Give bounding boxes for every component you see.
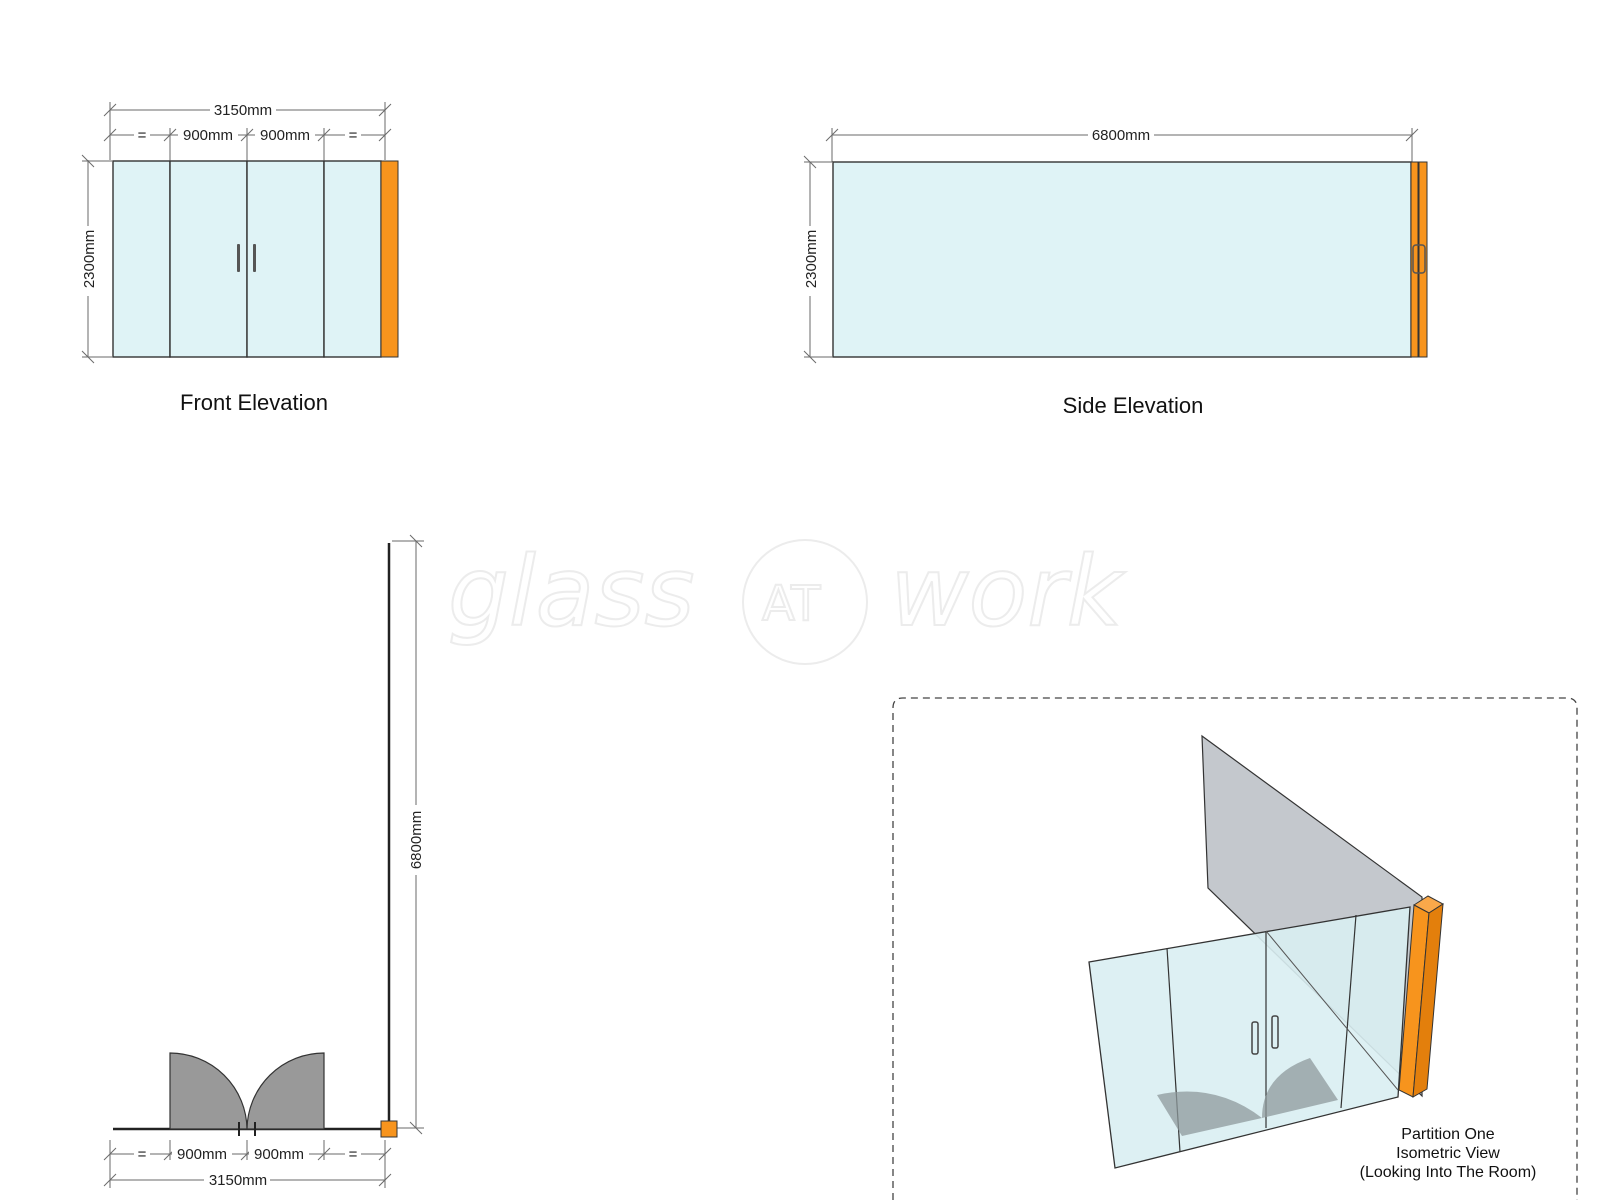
label-bg (134, 126, 150, 143)
tick (378, 128, 392, 142)
tick (81, 350, 95, 364)
plan-equal-mark-right: = (349, 1146, 358, 1163)
isometric-frame (892, 697, 1578, 1200)
tick (378, 103, 392, 117)
tick (378, 1147, 392, 1161)
front-handle-left (237, 244, 240, 272)
tick (103, 128, 117, 142)
plan-door-swing-left (169, 1052, 248, 1130)
label-bg (78, 226, 98, 296)
tick (163, 128, 177, 142)
label-bg (255, 126, 315, 143)
label-bg (178, 126, 238, 143)
iso-door-swing-right (1262, 1058, 1338, 1118)
label-bg (249, 1145, 309, 1162)
side-glass-panel (832, 161, 1412, 358)
front-fixed-panel-left (112, 160, 171, 358)
iso-handle-left (1251, 1021, 1259, 1055)
iso-caption-line-1: Partition One (1401, 1126, 1494, 1143)
tick (240, 128, 254, 142)
tick (1405, 128, 1419, 142)
front-overall-width: 3150mm (214, 102, 272, 119)
front-wall-frame (380, 160, 399, 358)
label-bg (800, 226, 820, 296)
label-bg (406, 805, 426, 875)
tick (825, 128, 839, 142)
side-width: 6800mm (1092, 127, 1150, 144)
front-elevation-caption: Front Elevation (180, 390, 328, 415)
tick (803, 155, 817, 169)
iso-caption-line-2: Isometric View (1396, 1145, 1500, 1162)
tick (409, 1121, 423, 1135)
front-fixed-panel-right (323, 160, 382, 358)
iso-post-side (1412, 903, 1444, 1098)
iso-caption-line-3: (Looking Into The Room) (1360, 1164, 1537, 1181)
front-equal-mark-right: = (349, 127, 358, 144)
label-bg (345, 1145, 361, 1162)
side-height: 2300mm (803, 230, 820, 288)
tick (103, 103, 117, 117)
watermark-left: glass (448, 536, 694, 648)
iso-handle-right (1271, 1015, 1279, 1049)
label-bg (134, 1145, 150, 1162)
front-door-left (169, 160, 248, 358)
iso-panel-divider-3 (1340, 914, 1357, 1109)
label-bg (1088, 126, 1154, 143)
front-elevation: 3150mm = 900mm 900mm = 2300mm (78, 100, 399, 415)
watermark: glass AT work (447, 535, 1127, 665)
iso-front-partition (1088, 906, 1411, 1169)
isometric-view: Partition One Isometric View (Looking In… (892, 697, 1578, 1200)
iso-long-wall-base (1265, 930, 1399, 1091)
front-handle-right (253, 244, 256, 272)
plan-view: 6800mm = 900mm 900mm = 3150mm (103, 534, 426, 1189)
side-elevation-caption: Side Elevation (1063, 393, 1204, 418)
iso-door-swing-left (1157, 1091, 1262, 1136)
watermark-middle: AT (762, 576, 821, 632)
watermark-circle (742, 539, 868, 665)
side-handle (1412, 244, 1426, 274)
plan-door-swing-right (246, 1052, 325, 1130)
label-bg (210, 100, 276, 118)
tick (317, 1147, 331, 1161)
front-door-right (246, 160, 325, 358)
watermark-right: work (890, 536, 1126, 648)
plan-overall-width: 3150mm (209, 1172, 267, 1189)
side-elevation: 6800mm 2300mm Side Elevation (800, 126, 1428, 418)
tick (81, 154, 95, 168)
front-height: 2300mm (81, 230, 98, 288)
side-frame-strip-2 (1418, 161, 1428, 358)
tick (409, 534, 423, 548)
label-bg (204, 1171, 270, 1188)
label-bg (172, 1145, 232, 1162)
tick (378, 1173, 392, 1187)
plan-equal-mark-left: = (138, 1146, 147, 1163)
tick (103, 1147, 117, 1161)
label-bg (345, 126, 361, 143)
front-door-width-right: 900mm (260, 127, 310, 144)
plan-door-width-right: 900mm (254, 1146, 304, 1163)
front-door-width-left: 900mm (183, 127, 233, 144)
plan-length: 6800mm (408, 811, 425, 869)
tick (317, 128, 331, 142)
tick (803, 350, 817, 364)
plan-door-width-left: 900mm (177, 1146, 227, 1163)
tick (103, 1173, 117, 1187)
front-equal-mark-left: = (138, 127, 147, 144)
plan-wall-post (380, 1120, 398, 1138)
side-frame-strip-1 (1410, 161, 1419, 358)
